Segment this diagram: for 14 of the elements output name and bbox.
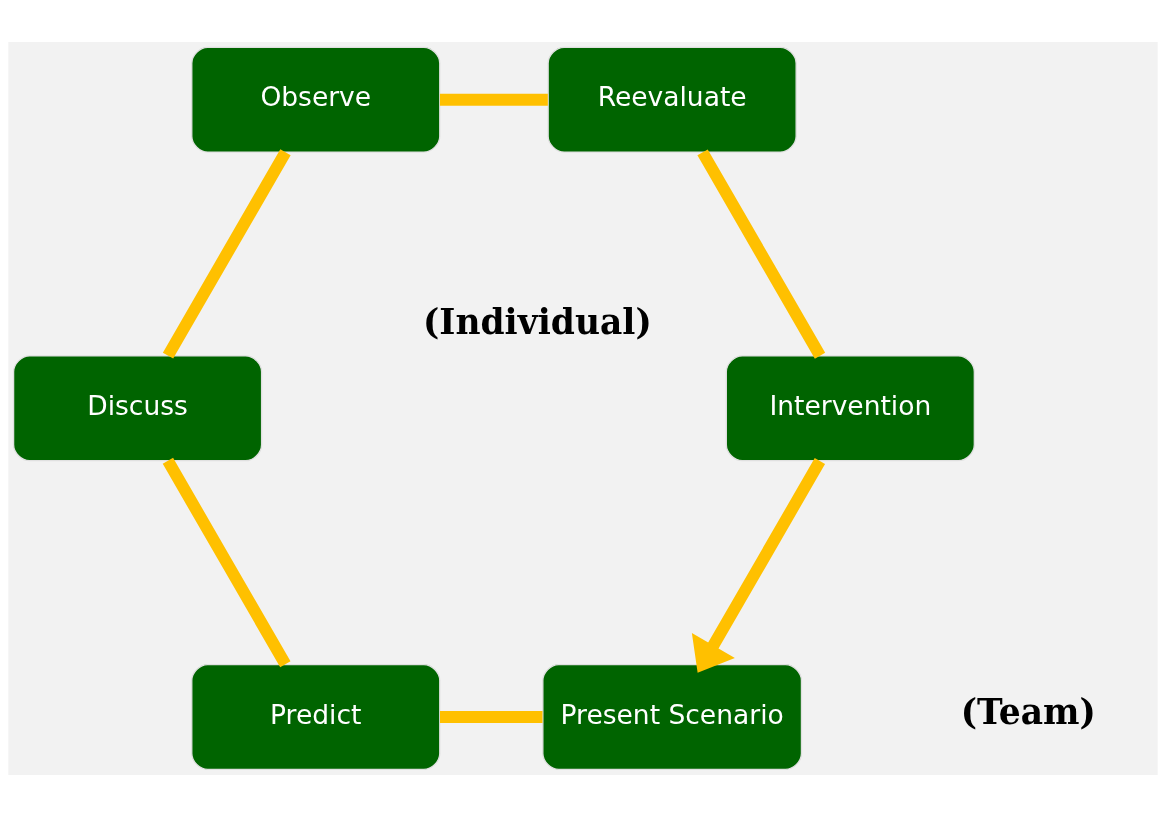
arrow — [691, 458, 826, 673]
node-box: Discuss — [12, 355, 263, 462]
label: (Individual) — [423, 302, 652, 343]
node-box: Observe — [191, 46, 441, 153]
connector — [439, 93, 548, 106]
node-box: Intervention — [725, 355, 975, 462]
label: (Team) — [960, 692, 1096, 733]
node-box: Reevaluate — [547, 46, 797, 153]
connector — [697, 149, 826, 359]
node-box: Predict — [191, 663, 441, 770]
connector — [440, 710, 543, 723]
connector — [162, 149, 291, 359]
connector — [162, 457, 291, 668]
node-box: Present Scenario — [542, 663, 803, 770]
